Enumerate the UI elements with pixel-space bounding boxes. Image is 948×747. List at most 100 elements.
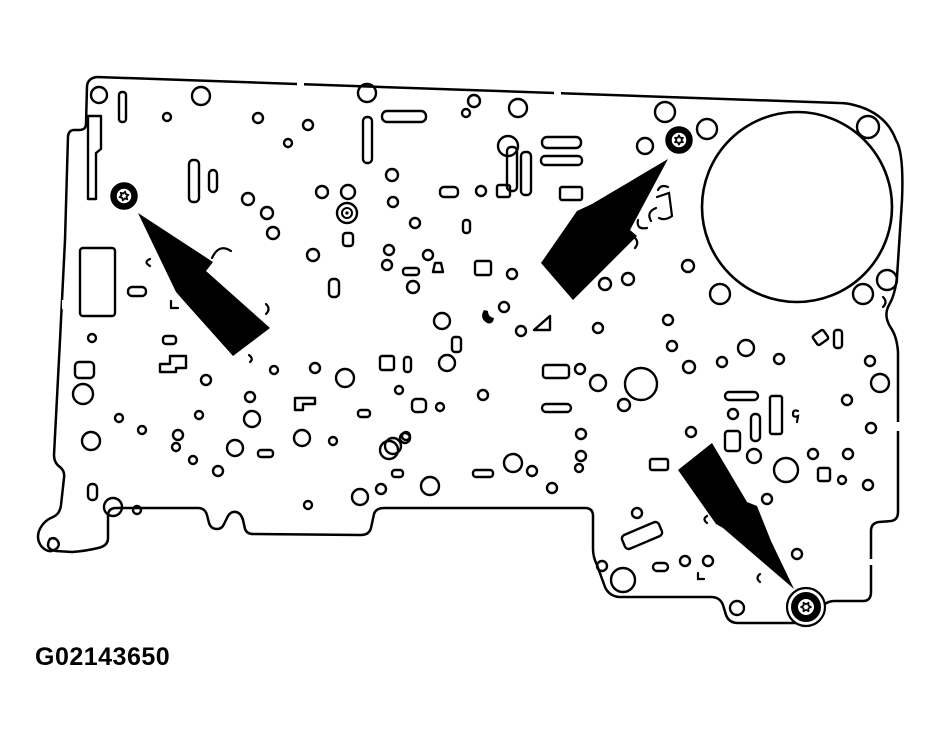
callout-arrow bbox=[541, 159, 668, 300]
bolt-hole bbox=[382, 243, 396, 257]
bolt-hole bbox=[211, 464, 225, 478]
bolt-hole bbox=[620, 271, 636, 287]
slot-hole bbox=[723, 429, 742, 453]
bolt-hole bbox=[314, 184, 330, 200]
slot-hole bbox=[620, 520, 664, 551]
slot-hole bbox=[495, 183, 512, 199]
bolt-hole bbox=[806, 447, 820, 461]
converter-bore-circle bbox=[700, 110, 894, 304]
outline-gap bbox=[62, 300, 68, 309]
slot-hole bbox=[461, 218, 472, 235]
slot-hole bbox=[749, 412, 762, 443]
bolt-hole bbox=[661, 313, 675, 327]
bolt-hole bbox=[327, 435, 339, 447]
bolt-hole bbox=[497, 300, 511, 314]
bolt-hole bbox=[71, 382, 95, 406]
bolt-hole bbox=[573, 362, 587, 376]
bolt-hole bbox=[623, 366, 659, 402]
bolt-hole bbox=[726, 407, 740, 421]
bolt-hole bbox=[545, 481, 559, 495]
bolt-hole bbox=[790, 547, 804, 561]
bolt-hole bbox=[851, 282, 875, 306]
bolt-hole bbox=[282, 137, 294, 149]
bolt-hole bbox=[334, 367, 356, 389]
bolt-hole bbox=[302, 499, 314, 511]
bolt-hole bbox=[419, 475, 441, 497]
bolt-hole bbox=[864, 421, 878, 435]
bolt-hole bbox=[875, 268, 899, 292]
bolt-hole bbox=[653, 100, 677, 124]
bolt-hole bbox=[305, 247, 321, 263]
bolt-hole bbox=[863, 354, 877, 368]
slot-hole bbox=[723, 390, 760, 402]
bolt-hole bbox=[591, 321, 605, 335]
bolt-hole bbox=[635, 136, 655, 156]
bolt-hole bbox=[171, 428, 185, 442]
slot-hole bbox=[540, 135, 583, 150]
bolt-hole bbox=[609, 566, 637, 594]
slot-hole bbox=[648, 457, 670, 472]
etch-mark bbox=[648, 206, 658, 223]
grommet-hole bbox=[335, 201, 359, 225]
etch-mark bbox=[169, 299, 180, 310]
bolt-hole bbox=[525, 464, 539, 478]
callout-arrow bbox=[138, 213, 270, 356]
bolt-hole bbox=[616, 397, 632, 413]
slot-hole bbox=[471, 468, 495, 479]
bolt-hole bbox=[86, 332, 98, 344]
bolt-hole bbox=[170, 441, 182, 453]
etch-mark bbox=[756, 572, 762, 584]
slot-hole bbox=[361, 115, 374, 165]
slot-hole bbox=[117, 90, 128, 124]
bolt-hole bbox=[772, 456, 800, 484]
bolt-hole bbox=[384, 167, 400, 183]
bolt-hole bbox=[386, 195, 400, 209]
bolt-hole bbox=[460, 107, 472, 119]
slot-hole bbox=[356, 408, 372, 419]
bolt-hole bbox=[356, 82, 378, 104]
torx-screw-head bbox=[665, 126, 693, 154]
slot-hole bbox=[378, 354, 396, 372]
bolt-hole bbox=[836, 474, 848, 486]
bolt-hole bbox=[680, 258, 696, 274]
bolt-hole bbox=[736, 338, 756, 358]
etch-mark bbox=[656, 184, 670, 192]
etch-mark bbox=[636, 218, 649, 230]
bolt-hole bbox=[708, 282, 732, 306]
slot-hole bbox=[126, 285, 148, 298]
bolt-hole bbox=[507, 97, 529, 119]
bolt-hole bbox=[113, 412, 125, 424]
bolt-hole bbox=[243, 390, 257, 404]
bolt-hole bbox=[728, 599, 746, 617]
etch-mark bbox=[482, 310, 494, 324]
etch-mark bbox=[881, 295, 887, 309]
slot-hole bbox=[187, 158, 201, 204]
slot-hole bbox=[768, 394, 784, 436]
bolt-hole bbox=[408, 216, 422, 230]
bolt-hole bbox=[378, 439, 400, 461]
bolt-hole bbox=[665, 339, 679, 353]
bolt-hole bbox=[505, 267, 519, 281]
slot-hole bbox=[558, 185, 584, 202]
etch-mark bbox=[655, 191, 674, 221]
bolt-hole bbox=[855, 114, 881, 140]
figure-id-label: G02143650 bbox=[35, 643, 171, 671]
torx-recess-icon bbox=[674, 134, 684, 146]
irregular-hole bbox=[158, 354, 188, 374]
bolt-hole bbox=[190, 85, 212, 107]
bolt-hole bbox=[432, 311, 452, 331]
irregular-hole bbox=[293, 396, 317, 412]
bolt-hole bbox=[136, 424, 148, 436]
outline-gap bbox=[895, 422, 901, 431]
bolt-hole bbox=[350, 487, 370, 507]
bolt-hole bbox=[772, 352, 786, 366]
bolt-hole bbox=[240, 191, 256, 207]
slot-hole bbox=[651, 561, 670, 573]
slot-hole bbox=[207, 168, 219, 194]
etch-mark bbox=[210, 247, 233, 260]
bolt-hole bbox=[421, 248, 435, 262]
slot-hole bbox=[86, 482, 99, 502]
bolt-hole bbox=[466, 93, 482, 109]
